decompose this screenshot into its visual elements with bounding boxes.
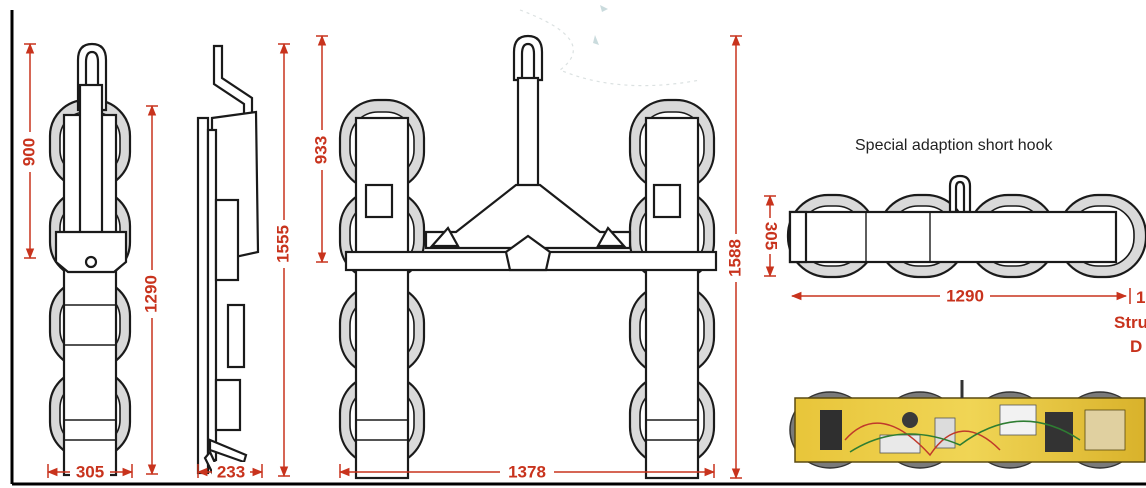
main-left-body (354, 116, 410, 480)
dim-side-width: 233 (217, 462, 245, 481)
dim-right-length: 1290 (946, 286, 984, 305)
page-frame (10, 10, 1146, 486)
caption-cut-1: Stru (1114, 313, 1146, 332)
dim-front-total: 1290 (141, 275, 160, 313)
side-plate (196, 116, 210, 475)
front-clamp (54, 230, 128, 274)
side-view (196, 44, 260, 482)
special-view: Special adaption short hook (786, 137, 1146, 279)
caption-cut-2: D (1130, 337, 1142, 356)
special-body (788, 210, 1118, 264)
dim-main-total: 1588 (725, 239, 744, 277)
main-yoke (424, 183, 632, 250)
background-smudge (519, 5, 701, 87)
side-hook (212, 44, 254, 120)
main-right-body (644, 116, 700, 480)
special-caption: Special adaption short hook (855, 137, 1053, 154)
main-view (338, 34, 718, 480)
dim-front-height: 900 (19, 138, 38, 166)
dim-front-width: 305 (76, 462, 104, 481)
dim-right-height: 305 (762, 222, 781, 250)
dim-side-total: 1555 (273, 225, 292, 263)
special-hook (948, 174, 972, 214)
dimension-labels: 900 1290 305 1555 233 933 1588 1378 305 … (19, 130, 1146, 482)
electronics-photo (789, 380, 1146, 469)
dim-main-width: 1378 (508, 462, 546, 481)
front-view (48, 42, 132, 477)
dim-right-cut: 1 (1136, 288, 1145, 307)
main-hook (512, 34, 544, 82)
dim-main-upper: 933 (311, 136, 330, 164)
